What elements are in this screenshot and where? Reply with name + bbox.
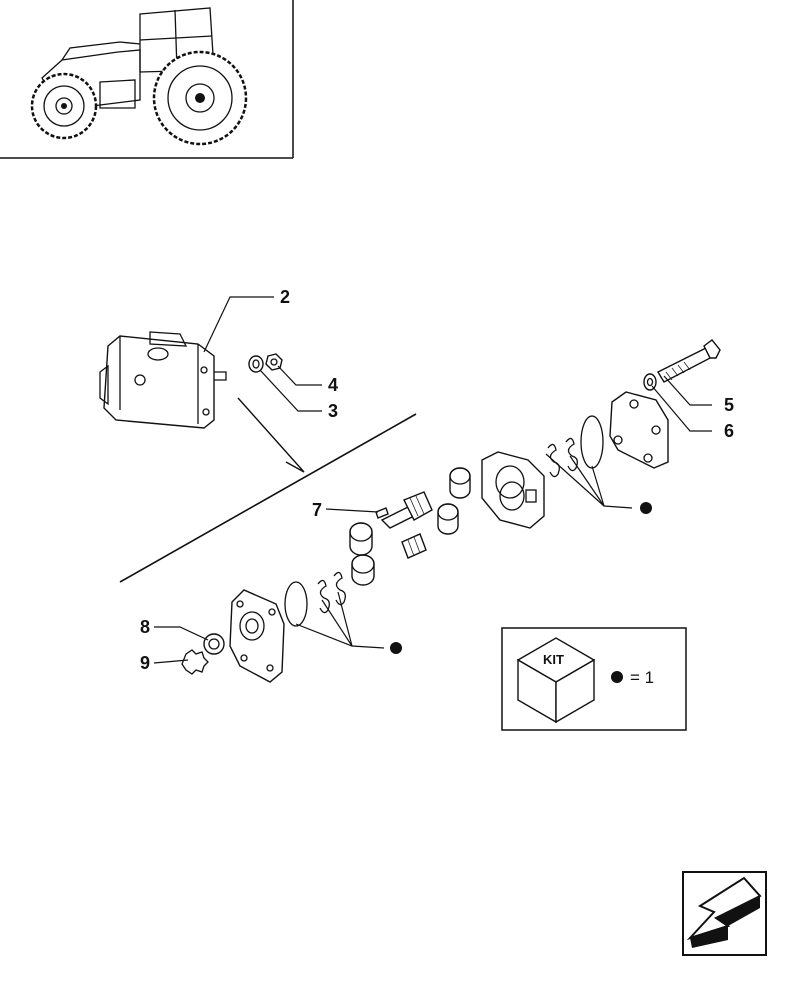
callout-4: 4 xyxy=(328,375,338,395)
back-arrow-icon[interactable] xyxy=(682,871,767,956)
callout-8: 8 xyxy=(140,617,150,637)
rear-cover-plate xyxy=(609,391,669,469)
bushings-upper xyxy=(437,467,471,535)
kit-label: KIT xyxy=(543,652,564,667)
callout-7: 7 xyxy=(312,500,322,520)
callout-6: 6 xyxy=(724,421,734,441)
gear-shaft-assembly xyxy=(375,491,433,559)
hydraulic-pump-assembly xyxy=(99,331,227,429)
kit-equation: = 1 xyxy=(630,668,654,687)
tractor-thumbnail-icon[interactable] xyxy=(0,0,294,159)
callout-5: 5 xyxy=(724,395,734,415)
bushings-lower xyxy=(349,522,375,586)
callout-9: 9 xyxy=(140,653,150,673)
kit-indicator-dot-rear xyxy=(640,502,652,514)
front-flange-plate xyxy=(229,589,285,683)
leader-lines xyxy=(153,296,712,664)
callout-2: 2 xyxy=(280,287,290,307)
bolt-part xyxy=(643,339,721,391)
kit-cube-icon xyxy=(516,637,596,724)
rear-seal-rings xyxy=(547,415,604,478)
callout-3: 3 xyxy=(328,401,338,421)
kit-indicator-dot-front xyxy=(390,642,402,654)
shaft-seal-parts xyxy=(181,633,225,675)
separator-line xyxy=(119,397,417,583)
kit-legend-box: KIT = 1 xyxy=(501,627,687,731)
pump-body-housing xyxy=(481,451,545,529)
nut-washer-parts xyxy=(248,353,283,373)
front-seal-rings xyxy=(284,571,346,627)
kit-legend-dot xyxy=(611,671,623,683)
